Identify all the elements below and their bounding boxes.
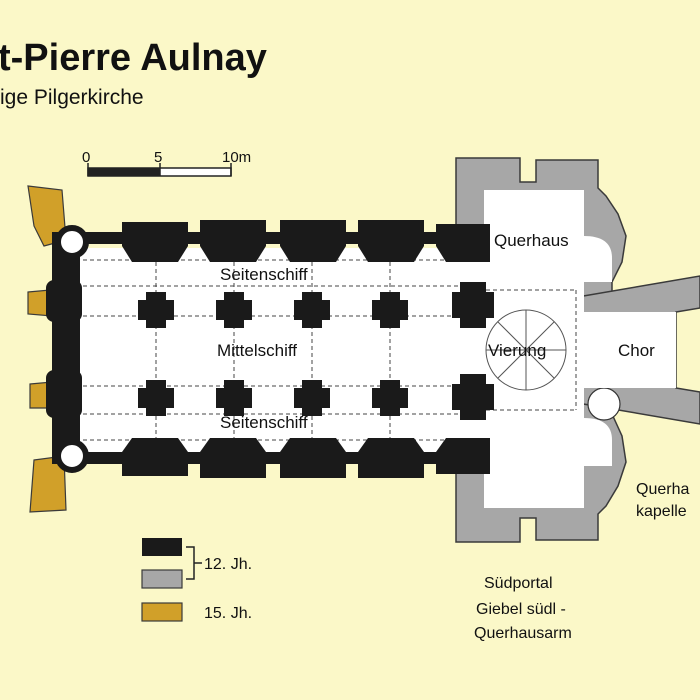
room-label-vierung: Vierung xyxy=(488,341,546,360)
plan-title: t-Pierre Aulnay xyxy=(0,37,267,79)
annotation-giebel-1: Giebel südl - xyxy=(476,601,566,618)
west-buttresses-15th xyxy=(27,185,67,513)
annotation-suedportal: Südportal xyxy=(484,575,553,592)
legend-label-12th: 12. Jh. xyxy=(204,556,252,573)
annotation-giebel-2: Querhausarm xyxy=(474,625,572,642)
legend-label-15th: 15. Jh. xyxy=(204,605,252,622)
room-label-chor: Chor xyxy=(618,341,655,360)
room-label-seitenschiff-south: Seitenschiff xyxy=(220,413,308,432)
scale-tick-10m: 10m xyxy=(222,149,251,166)
scale-bar: 0 5 10m xyxy=(82,149,251,177)
scale-tick-0: 0 xyxy=(82,149,90,166)
annotation-querhaus-kapelle-1: Querha xyxy=(636,481,689,498)
legend: 12. Jh. 15. Jh. xyxy=(141,538,252,622)
crossing-vault xyxy=(485,309,567,391)
vault-lines xyxy=(76,248,577,452)
annotation-querhaus-kapelle-2: kapelle xyxy=(636,503,687,520)
legend-swatch-grey xyxy=(141,569,183,589)
legend-swatch-ochre xyxy=(141,602,183,622)
room-label-querhaus: Querhaus xyxy=(494,231,569,250)
nave-walls-12th xyxy=(46,220,494,478)
plan-subtitle: ige Pilgerkirche xyxy=(0,86,144,109)
room-label-mittelschiff: Mittelschiff xyxy=(217,341,297,360)
nave-floor xyxy=(76,190,676,508)
legend-swatch-black xyxy=(142,538,182,556)
room-label-seitenschiff-north: Seitenschiff xyxy=(220,265,308,284)
scale-tick-5: 5 xyxy=(154,149,162,166)
